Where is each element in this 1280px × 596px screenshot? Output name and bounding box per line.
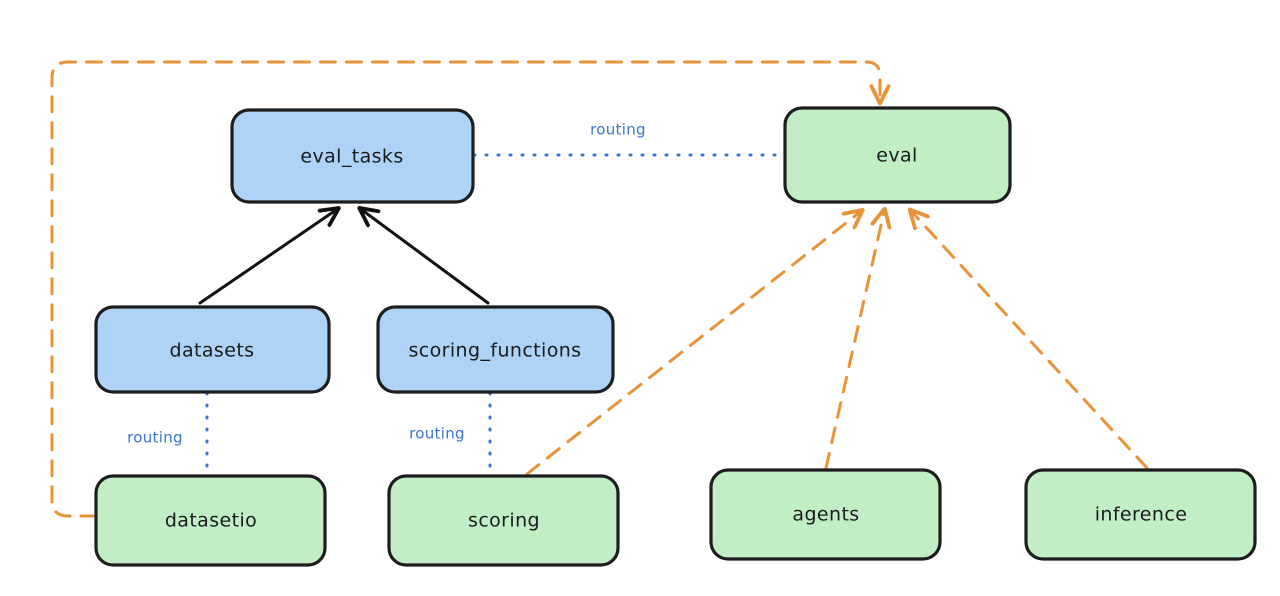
node-eval-tasks-label: eval_tasks — [300, 146, 403, 168]
node-eval-shape — [783, 106, 1012, 204]
edge-datasets-to-eval-tasks — [198, 210, 336, 305]
node-scoring-functions[interactable]: scoring_functions — [376, 305, 615, 394]
node-datasets-shape — [94, 305, 331, 394]
edge-inference-to-eval — [912, 212, 1149, 470]
node-datasetio[interactable]: datasetio — [94, 474, 327, 567]
node-agents-shape — [709, 468, 942, 561]
node-datasets[interactable]: datasets — [94, 305, 331, 394]
routing-edges — [205, 153, 786, 477]
node-eval-tasks[interactable]: eval_tasks — [230, 108, 475, 204]
node-eval-tasks-shape — [230, 108, 475, 204]
node-agents[interactable]: agents — [709, 468, 942, 561]
node-scoring-functions-shape — [376, 305, 615, 394]
node-datasetio-label: datasetio — [165, 510, 257, 532]
node-datasetio-shape — [94, 474, 327, 567]
node-eval[interactable]: eval — [783, 106, 1012, 204]
node-inference-shape — [1024, 468, 1257, 561]
edge-label-routing-scoring: routing — [409, 425, 465, 443]
node-inference[interactable]: inference — [1024, 468, 1257, 561]
dependency-edges — [50, 60, 1149, 518]
node-agents-label: agents — [792, 504, 859, 526]
node-eval-label: eval — [876, 145, 917, 167]
edge-label-routing-eval: routing — [590, 121, 646, 139]
edge-agents-to-eval — [824, 212, 884, 470]
node-scoring-label: scoring — [468, 510, 540, 532]
solid-edges — [198, 210, 490, 305]
edge-labels: routing routing routing — [127, 121, 646, 447]
node-scoring-functions-label: scoring_functions — [409, 340, 582, 362]
node-inference-label: inference — [1095, 504, 1188, 526]
node-datasets-label: datasets — [170, 340, 255, 362]
node-scoring[interactable]: scoring — [387, 474, 620, 567]
edge-label-routing-datasets: routing — [127, 429, 183, 447]
node-scoring-shape — [387, 474, 620, 567]
edge-datasetio-to-eval — [50, 60, 880, 518]
edge-scoring-functions-to-eval-tasks — [362, 210, 490, 305]
edge-scoring-to-eval — [525, 212, 860, 476]
